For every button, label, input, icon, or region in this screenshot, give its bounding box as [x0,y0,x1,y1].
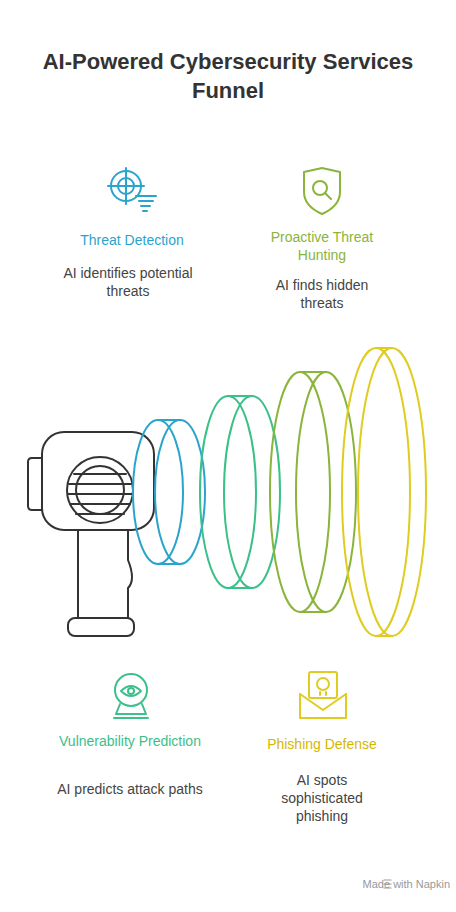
watermark: Made with Napkin [340,877,450,891]
item-heading: Vulnerability Prediction [55,732,205,750]
coil-band [342,348,426,636]
item-description: AI spots sophisticated phishing [262,771,382,826]
shield-icon [304,168,340,214]
diagram-title: AI-Powered Cybersecurity Services Funnel [13,48,443,105]
coil-band [133,420,205,564]
item-heading: Proactive Threat Hunting [247,228,397,264]
item-description: AI predicts attack paths [55,780,205,798]
radar-icon [108,168,156,211]
item-description: AI finds hidden threats [257,276,387,312]
item-heading: Phishing Defense [247,735,397,753]
envelope-icon [300,672,346,718]
item-heading: Threat Detection [57,231,207,249]
item-description: AI identifies potential threats [63,264,193,300]
coil-band [200,396,280,588]
coil-band [270,372,356,612]
crystal-ball-icon [114,674,148,718]
